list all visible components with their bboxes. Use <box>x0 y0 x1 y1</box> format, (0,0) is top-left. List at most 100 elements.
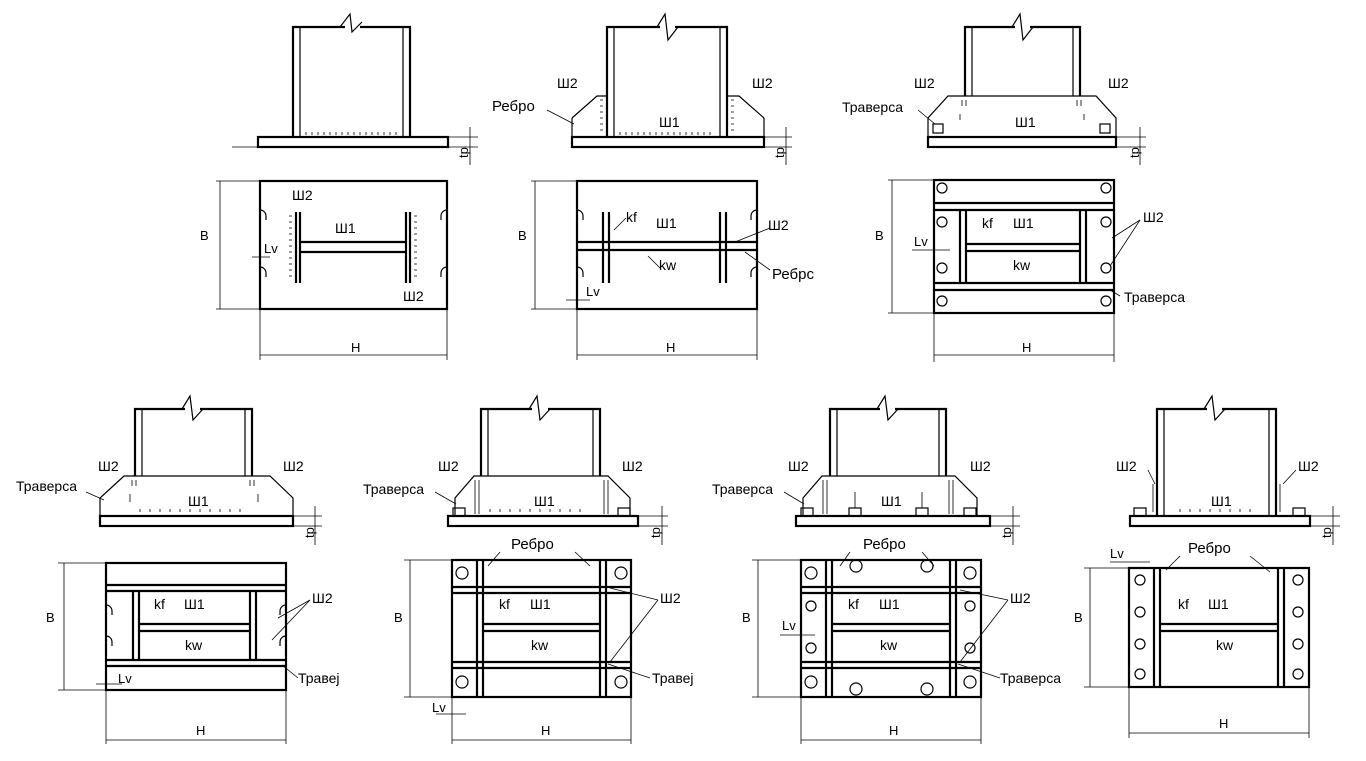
sh2-label: Ш2 <box>752 75 773 91</box>
lv-label: Lv <box>118 671 132 686</box>
panel-5-elevation: tp Траверса Ш2 Ш2 Ш1 <box>363 394 668 545</box>
sh2-label: Ш2 <box>438 458 459 474</box>
tp-label: tp <box>302 527 317 538</box>
rebro-label: Ребро <box>1188 540 1231 557</box>
sh2-label: Ш2 <box>768 217 789 233</box>
h-label: Н <box>889 723 898 738</box>
anchor-bolt-icon <box>1134 574 1304 680</box>
kf-label: kf <box>1178 596 1189 612</box>
h-label: Н <box>351 340 360 355</box>
lv-label: Lv <box>432 700 446 715</box>
tp-label: tp <box>999 527 1014 538</box>
panel-3-elevation: tp Траверса Ш2 Ш2 Ш1 <box>842 12 1146 165</box>
panel-5-plan: В Н Lv Ребро kf Ш1 kw Ш2 Травеј <box>394 536 694 744</box>
sh2-label: Ш2 <box>1116 458 1137 474</box>
sh2-label: Ш2 <box>98 458 119 474</box>
traversa-label: Траверса <box>842 99 903 115</box>
traversa-label: Траверса <box>16 478 77 494</box>
panel-6-plan: В Н Lv Ребро kf Ш1 kw Ш2 Траверса <box>742 536 1061 744</box>
sh2-label: Ш2 <box>788 458 809 474</box>
sh2-label: Ш2 <box>403 288 424 304</box>
sh1-label: Ш1 <box>1208 596 1229 612</box>
panel-1-elevation: tp <box>232 12 478 165</box>
tp-label: tp <box>1127 147 1142 158</box>
kw-label: kw <box>1216 637 1234 653</box>
b-label: В <box>200 228 209 243</box>
tp-label: tp <box>648 527 663 538</box>
b-label: В <box>394 610 403 625</box>
anchor-bolt-icon <box>804 559 977 696</box>
panel-2-plan: В Н Lv kf Ш1 kw Ш2 Ребрс <box>518 179 814 360</box>
panel-2: tp Ребро Ш2 Ш2 Ш1 В Н <box>492 12 814 360</box>
sh1-label: Ш1 <box>530 596 551 612</box>
sh1-label: Ш1 <box>659 114 680 130</box>
traversa-label: Траверса <box>363 481 424 497</box>
sh2-label: Ш2 <box>1010 590 1031 606</box>
b-label: В <box>46 610 55 625</box>
traversa-cut-label: Травеј <box>298 670 340 686</box>
sh1-label: Ш1 <box>335 220 356 236</box>
rebro-label: Ребро <box>511 536 554 553</box>
kf-label: kf <box>848 596 859 612</box>
b-label: В <box>742 610 751 625</box>
sh2-label: Ш2 <box>1108 75 1129 91</box>
h-label: Н <box>1219 716 1228 731</box>
h-label: Н <box>541 723 550 738</box>
rebro-cut-label: Ребрс <box>772 266 814 283</box>
panel-3-plan: В Н Lv kf Ш1 kw Ш2 Траверса <box>875 178 1185 362</box>
lv-label: Lv <box>914 234 928 249</box>
sh1-label: Ш1 <box>1211 493 1232 509</box>
sh1-label: Ш1 <box>188 493 209 509</box>
rebro-label: Ребро <box>492 98 535 115</box>
panel-7: tp Ш2 Ш2 Ш1 <box>1074 394 1340 738</box>
panel-5: tp Траверса Ш2 Ш2 Ш1 <box>363 394 694 744</box>
anchor-bolt-icon <box>455 566 628 689</box>
sh2-label: Ш2 <box>1298 458 1319 474</box>
tp-label: tp <box>772 147 787 158</box>
sh2-label: Ш2 <box>622 458 643 474</box>
sh2-label: Ш2 <box>660 590 681 606</box>
tp-label: tp <box>456 147 471 158</box>
panel-3: tp Траверса Ш2 Ш2 Ш1 <box>842 12 1185 362</box>
panel-2-elevation: tp Ребро Ш2 Ш2 Ш1 <box>492 12 792 165</box>
h-label: Н <box>1022 340 1031 355</box>
b-label: В <box>518 228 527 243</box>
lv-label: Lv <box>1110 546 1124 561</box>
panel-4-plan: В Н Lv kf Ш1 kw Ш2 Травеј <box>46 561 340 744</box>
sh1-label: Ш1 <box>1013 215 1034 231</box>
sh2-label: Ш2 <box>312 590 333 606</box>
rebro-label: Ребро <box>863 536 906 553</box>
sh1-label: Ш1 <box>184 596 205 612</box>
kw-label: kw <box>185 637 203 653</box>
b-label: В <box>1074 610 1083 625</box>
sh2-label: Ш2 <box>1143 209 1164 225</box>
sh2-label: Ш2 <box>283 458 304 474</box>
b-label: В <box>875 228 884 243</box>
sh1-label: Ш1 <box>534 493 555 509</box>
lv-label: Lv <box>586 284 600 299</box>
kw-label: kw <box>531 637 549 653</box>
traversa-cut-label: Травеј <box>652 670 694 686</box>
panel-4: tp Траверса Ш2 Ш2 Ш1 <box>16 394 340 744</box>
kf-label: kf <box>499 596 510 612</box>
kw-label: kw <box>1013 257 1031 273</box>
panel-6-elevation: tp Траверса Ш2 Ш2 Ш1 <box>712 394 1020 545</box>
traversa-label: Траверса <box>1000 670 1061 686</box>
lv-label: Lv <box>782 618 796 633</box>
sh2-label: Ш2 <box>970 458 991 474</box>
h-label: Н <box>196 723 205 738</box>
kw-label: kw <box>659 257 677 273</box>
panel-1: tp В Н Lv Ш1 Ш2 Ш2 <box>200 12 478 360</box>
kf-label: kf <box>982 215 993 231</box>
sh2-label: Ш2 <box>557 75 578 91</box>
panel-7-plan: В Н Lv Ребро kf Ш1 kw <box>1074 540 1311 738</box>
traversa-label: Траверса <box>1124 289 1185 305</box>
kw-label: kw <box>880 637 898 653</box>
h-label: Н <box>666 340 675 355</box>
panel-1-plan: В Н Lv Ш1 Ш2 Ш2 <box>200 179 449 360</box>
sh1-label: Ш1 <box>1015 114 1036 130</box>
traversa-label: Траверса <box>712 481 773 497</box>
lv-label: Lv <box>264 241 278 256</box>
sh1-label: Ш1 <box>879 596 900 612</box>
